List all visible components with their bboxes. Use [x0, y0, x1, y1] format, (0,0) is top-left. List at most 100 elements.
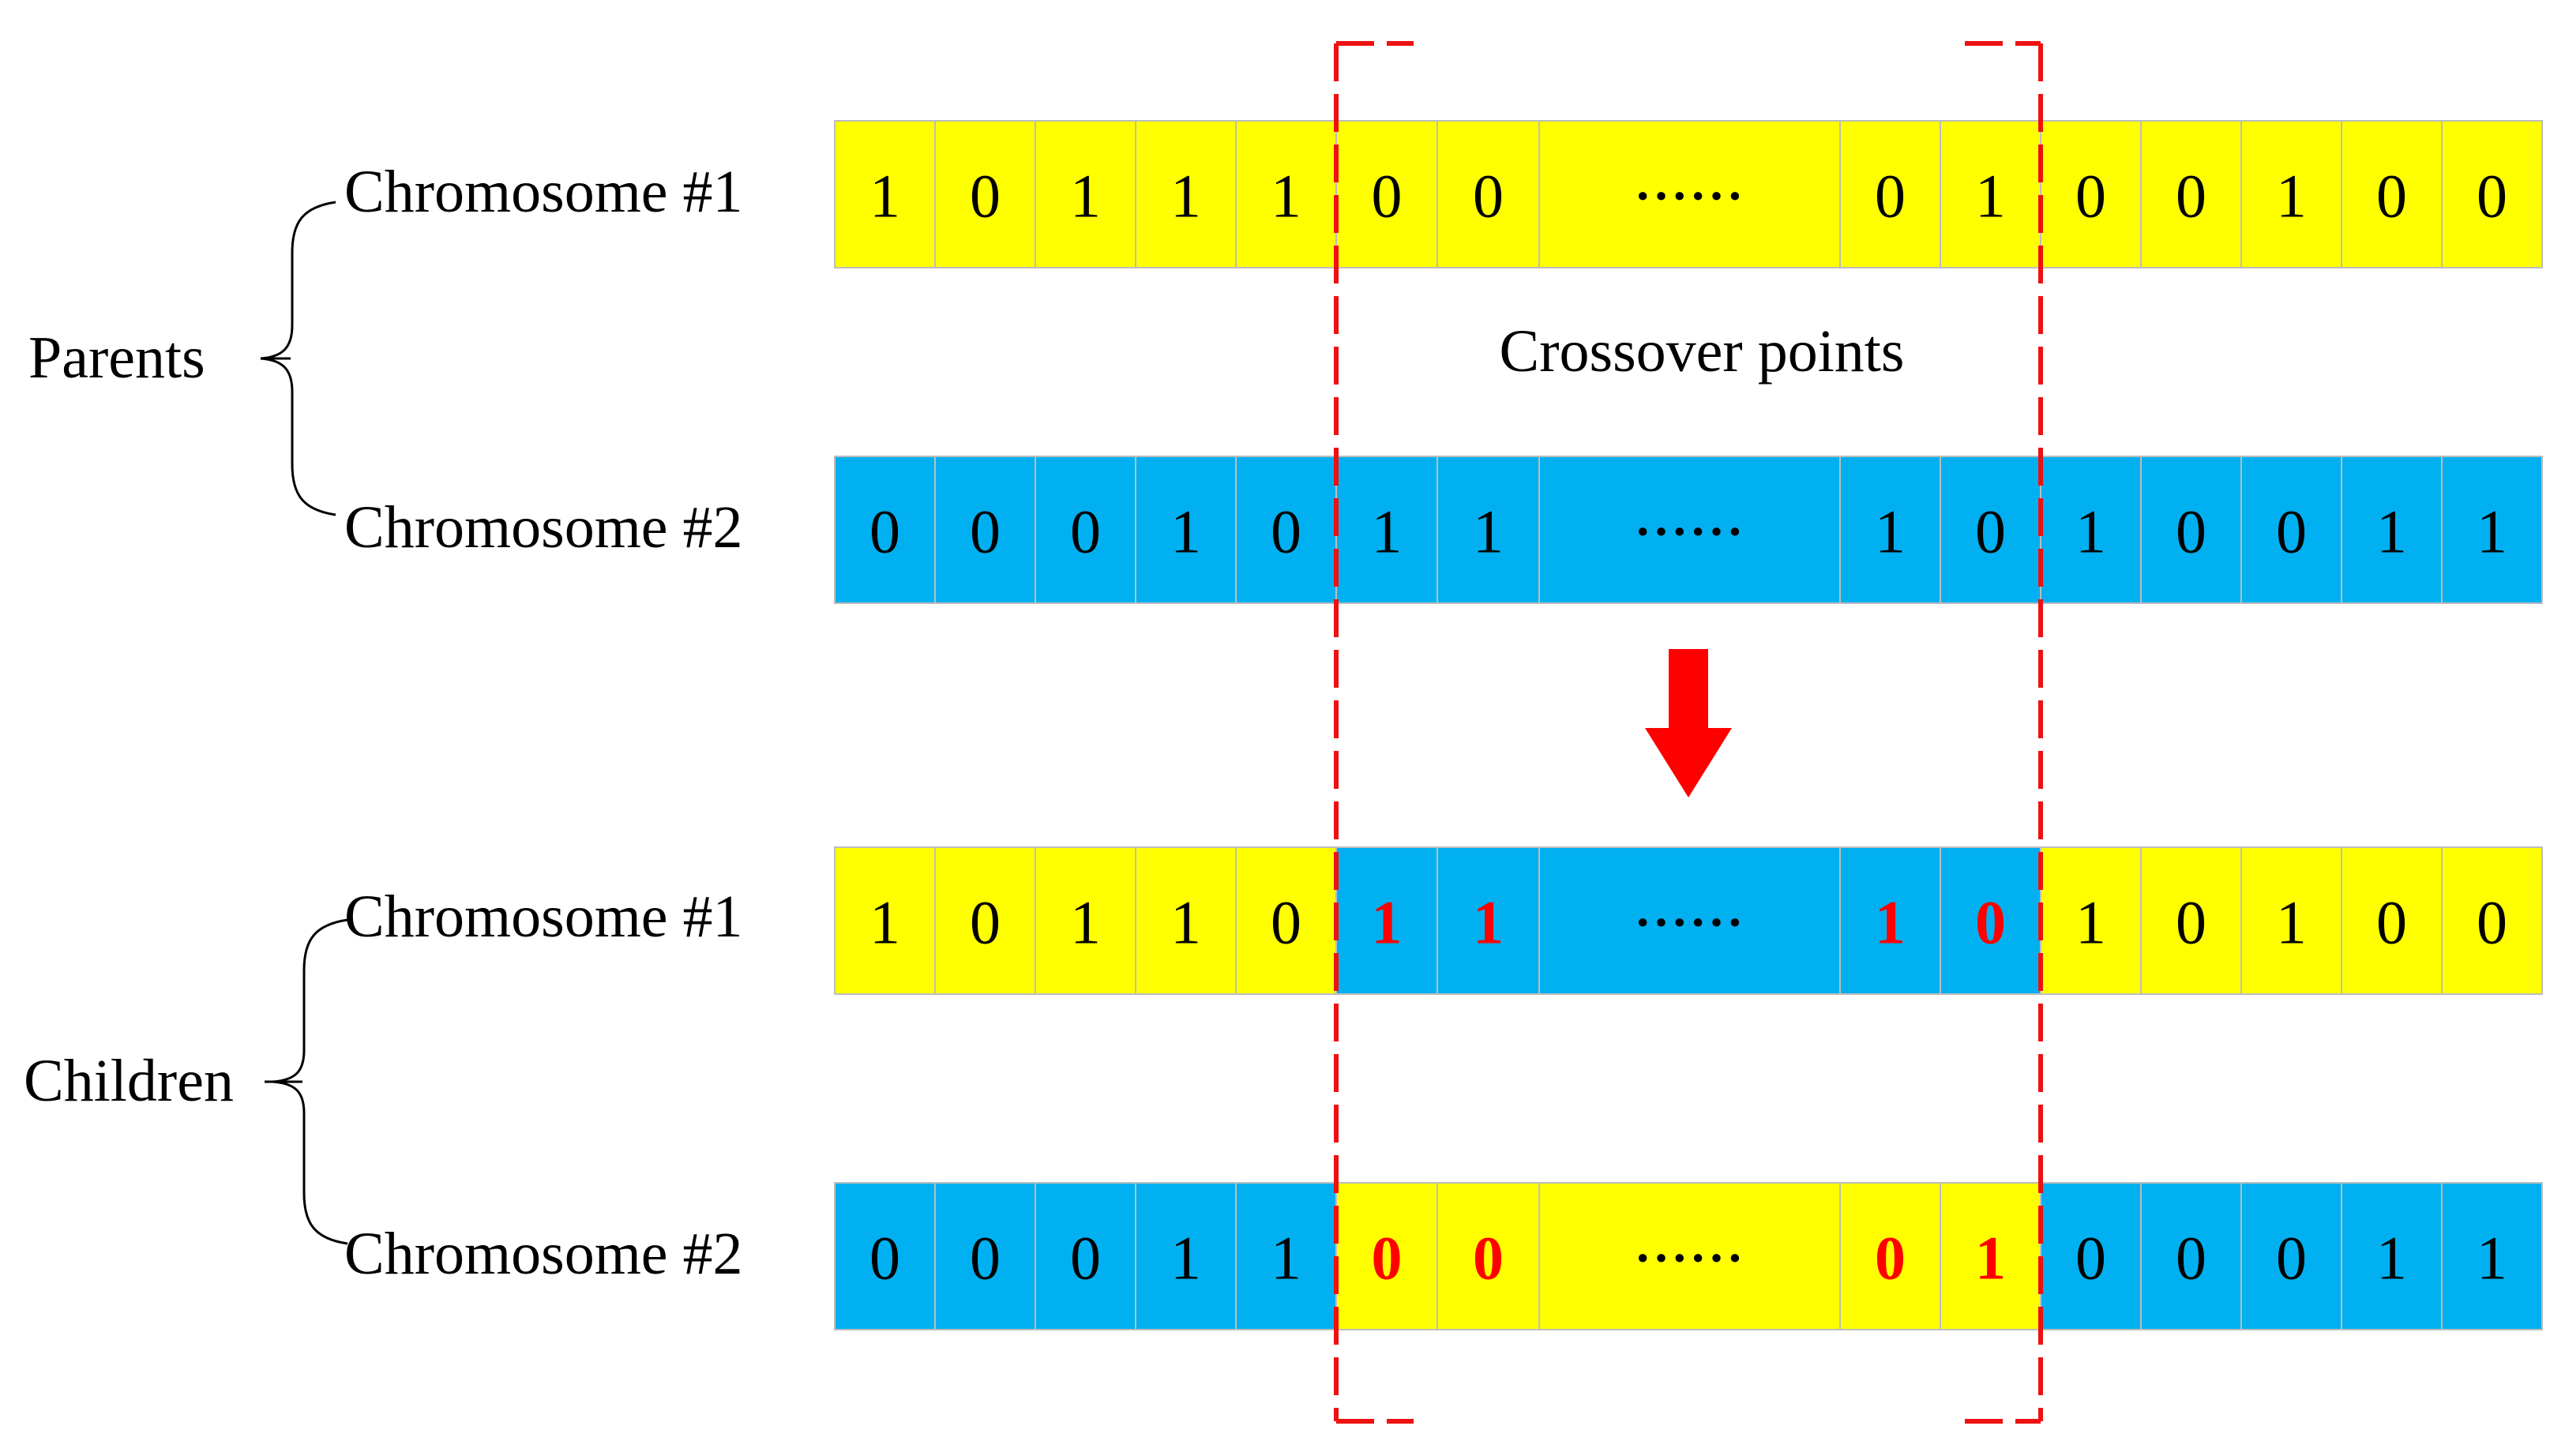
- gene-value-child-1-0: 1: [869, 888, 900, 957]
- gene-cell-parent-1-8: [1839, 120, 1941, 268]
- gene-value-parent-1-4: 1: [1271, 162, 1301, 231]
- row-label-parent-1: Chromosome #1: [344, 159, 743, 225]
- gene-cell-parent-1-0: [834, 120, 936, 268]
- gene-value-child-1-11: 0: [2176, 888, 2206, 957]
- gene-value-child-2-14: 1: [2477, 1224, 2507, 1293]
- gene-cell-child-2-7: [1538, 1182, 1841, 1330]
- gene-value-parent-2-4: 0: [1271, 497, 1301, 566]
- gene-cell-parent-2-13: [2341, 456, 2443, 604]
- gene-value-child-2-13: 1: [2376, 1224, 2407, 1293]
- gene-cell-child-2-3: [1135, 1182, 1237, 1330]
- gene-value-parent-2-8: 1: [1875, 497, 1906, 566]
- gene-cell-parent-1-4: [1235, 120, 1337, 268]
- gene-cell-parent-1-14: [2441, 120, 2543, 268]
- gene-cell-child-1-11: [2140, 846, 2242, 995]
- ellipsis-child-2-7: ······: [1634, 1230, 1744, 1286]
- gene-value-child-1-8: 1: [1875, 888, 1906, 957]
- gene-value-parent-1-11: 0: [2176, 162, 2206, 231]
- gene-value-parent-1-3: 1: [1170, 162, 1201, 231]
- crossover-points-label: Crossover points: [1500, 318, 1905, 385]
- gene-value-parent-2-12: 0: [2276, 497, 2307, 566]
- gene-cell-parent-1-11: [2140, 120, 2242, 268]
- ellipsis-parent-2-7: ······: [1634, 504, 1744, 560]
- gene-cell-parent-1-12: [2240, 120, 2342, 268]
- row-label-parent-2: Chromosome #2: [344, 494, 743, 561]
- gene-value-child-2-12: 0: [2276, 1224, 2307, 1293]
- gene-cell-parent-2-2: [1035, 456, 1136, 604]
- gene-value-child-2-6: 0: [1473, 1224, 1504, 1293]
- gene-value-child-1-4: 0: [1271, 888, 1301, 957]
- gene-value-child-1-9: 0: [1975, 888, 2006, 957]
- gene-cell-parent-2-8: [1839, 456, 1941, 604]
- crossover-bracket: [1334, 41, 2043, 1424]
- gene-value-child-1-13: 0: [2376, 888, 2407, 957]
- gene-cell-child-2-0: [834, 1182, 936, 1330]
- gene-value-child-1-10: 1: [2075, 888, 2106, 957]
- gene-value-child-2-10: 0: [2075, 1224, 2106, 1293]
- gene-value-parent-2-2: 0: [1070, 497, 1101, 566]
- gene-value-parent-1-2: 1: [1070, 162, 1101, 231]
- gene-value-child-1-2: 1: [1070, 888, 1101, 957]
- gene-value-child-2-11: 0: [2176, 1224, 2206, 1293]
- ellipsis-parent-1-7: ······: [1634, 168, 1744, 224]
- gene-value-child-1-1: 0: [970, 888, 1001, 957]
- gene-value-parent-1-13: 0: [2376, 162, 2407, 231]
- gene-cell-child-2-9: [1940, 1182, 2041, 1330]
- children-label: Children: [24, 1048, 234, 1114]
- gene-value-parent-2-10: 1: [2075, 497, 2106, 566]
- gene-value-parent-1-8: 0: [1875, 162, 1906, 231]
- row-label-child-1: Chromosome #1: [344, 884, 743, 950]
- gene-cell-child-2-5: [1335, 1182, 1438, 1330]
- gene-cell-parent-2-7: [1538, 456, 1841, 604]
- gene-value-parent-1-5: 0: [1372, 162, 1403, 231]
- gene-value-child-2-5: 0: [1372, 1224, 1403, 1293]
- gene-cell-child-1-14: [2441, 846, 2543, 995]
- gene-cell-child-2-11: [2140, 1182, 2242, 1330]
- gene-cell-child-1-12: [2240, 846, 2342, 995]
- gene-cell-child-1-13: [2341, 846, 2443, 995]
- gene-value-parent-1-6: 0: [1473, 162, 1504, 231]
- gene-cell-child-2-8: [1839, 1182, 1941, 1330]
- gene-value-parent-1-14: 0: [2477, 162, 2507, 231]
- gene-value-parent-2-1: 0: [970, 497, 1001, 566]
- gene-value-child-2-3: 1: [1170, 1224, 1201, 1293]
- gene-cell-parent-2-12: [2240, 456, 2342, 604]
- row-label-child-2: Chromosome #2: [344, 1221, 743, 1287]
- gene-cell-child-2-12: [2240, 1182, 2342, 1330]
- gene-value-parent-2-11: 0: [2176, 497, 2206, 566]
- gene-value-child-2-4: 1: [1271, 1224, 1301, 1293]
- gene-cell-child-1-7: [1538, 846, 1841, 995]
- gene-cell-child-1-6: [1436, 846, 1540, 995]
- gene-cell-parent-1-13: [2341, 120, 2443, 268]
- gene-cell-child-1-5: [1335, 846, 1438, 995]
- gene-cell-parent-2-4: [1235, 456, 1337, 604]
- gene-value-parent-1-9: 1: [1975, 162, 2006, 231]
- parents-label: Parents: [28, 325, 205, 391]
- gene-cell-child-2-13: [2341, 1182, 2443, 1330]
- gene-value-child-2-8: 0: [1875, 1224, 1906, 1293]
- gene-cell-parent-1-1: [934, 120, 1036, 268]
- ellipsis-child-1-7: ······: [1634, 895, 1744, 951]
- gene-cell-parent-1-5: [1335, 120, 1438, 268]
- gene-value-child-1-5: 1: [1372, 888, 1403, 957]
- gene-cell-child-1-3: [1135, 846, 1237, 995]
- gene-cell-child-1-4: [1235, 846, 1337, 995]
- gene-cell-parent-2-5: [1335, 456, 1438, 604]
- gene-cell-parent-2-6: [1436, 456, 1540, 604]
- gene-cell-parent-2-10: [2040, 456, 2142, 604]
- gene-value-parent-2-3: 1: [1170, 497, 1201, 566]
- gene-value-parent-1-1: 0: [970, 162, 1001, 231]
- gene-cell-parent-2-3: [1135, 456, 1237, 604]
- gene-value-parent-1-0: 1: [869, 162, 900, 231]
- gene-value-child-1-3: 1: [1170, 888, 1201, 957]
- gene-cell-parent-2-14: [2441, 456, 2543, 604]
- gene-value-child-2-9: 1: [1975, 1224, 2006, 1293]
- gene-value-child-2-2: 0: [1070, 1224, 1101, 1293]
- gene-cell-parent-2-11: [2140, 456, 2242, 604]
- gene-value-parent-2-5: 1: [1372, 497, 1403, 566]
- gene-cell-child-1-10: [2040, 846, 2142, 995]
- gene-value-child-1-12: 1: [2276, 888, 2307, 957]
- gene-cell-child-1-1: [934, 846, 1036, 995]
